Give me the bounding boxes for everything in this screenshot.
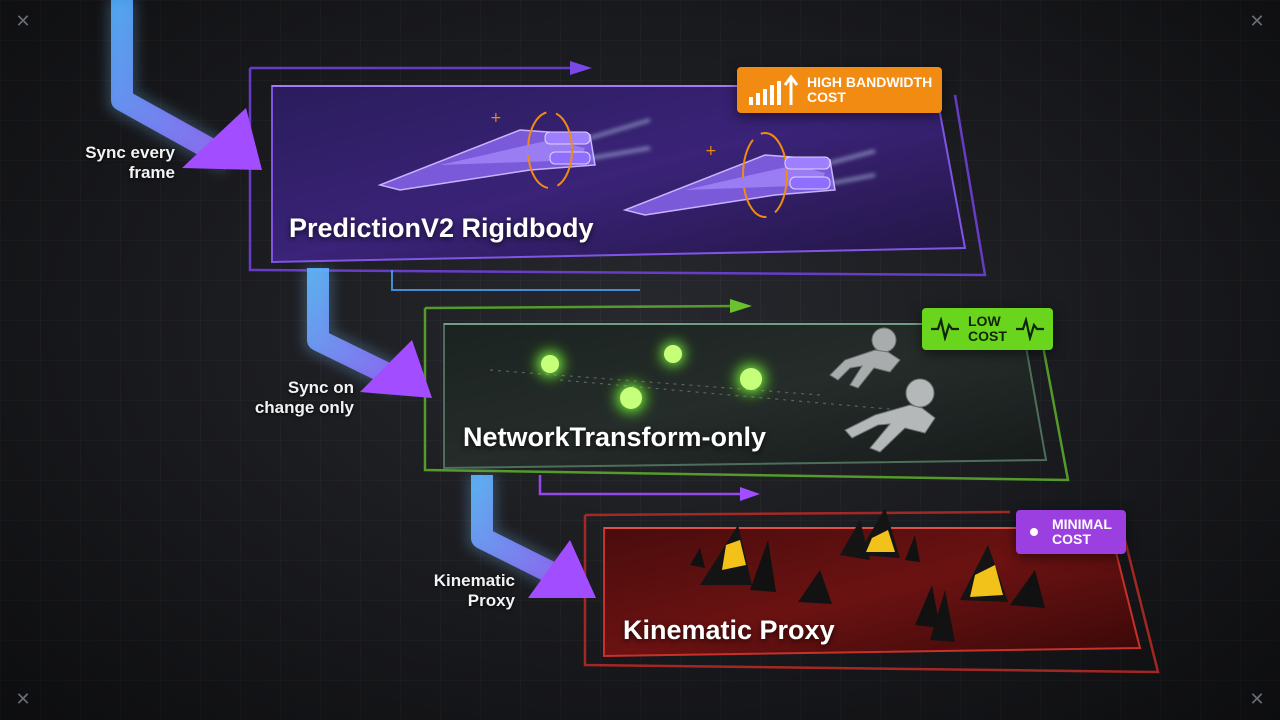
badge-high-bandwidth-cost: HIGH BANDWIDTH COST bbox=[737, 67, 943, 113]
ragdoll-figure-icon bbox=[844, 378, 936, 453]
svg-text:+: + bbox=[705, 143, 717, 159]
spike-cone-icon bbox=[690, 508, 1045, 642]
bar-chart-up-icon bbox=[749, 74, 799, 105]
glowing-orb-icon bbox=[611, 378, 651, 418]
close-icon: ✕ bbox=[1249, 11, 1265, 31]
badge-low-cost: LOW COST bbox=[922, 308, 1053, 350]
close-icon: ✕ bbox=[15, 689, 31, 709]
card-title-network: NetworkTransform-only bbox=[463, 422, 767, 452]
dot-icon bbox=[1030, 528, 1038, 536]
svg-text:+: + bbox=[490, 110, 502, 126]
heartbeat-icon bbox=[931, 317, 959, 341]
card-title-kinematic: Kinematic Proxy bbox=[623, 615, 835, 645]
card-title-prediction: PredictionV2 Rigidbody bbox=[289, 213, 594, 243]
flow-arrow bbox=[467, 475, 596, 598]
glowing-orb-icon bbox=[532, 346, 568, 382]
ragdoll-figure-icon bbox=[829, 327, 901, 389]
spaceship-icon: + bbox=[377, 110, 651, 191]
flow-arrow bbox=[107, 0, 262, 174]
spaceship-icon: + bbox=[622, 132, 876, 218]
flow-arrow bbox=[303, 268, 432, 398]
glowing-orb-icon bbox=[657, 338, 689, 370]
badge-minimal-cost: MINIMAL COST bbox=[1016, 510, 1126, 554]
close-icon: ✕ bbox=[15, 11, 31, 31]
close-icon: ✕ bbox=[1249, 689, 1265, 709]
flow-label-kinematic: Kinematic Proxy bbox=[433, 571, 515, 610]
flow-label-sync-on-change: Sync on change only bbox=[254, 378, 354, 417]
flow-label-sync-every-frame: Sync every frame bbox=[85, 143, 175, 182]
glowing-orb-icon bbox=[731, 359, 771, 399]
heartbeat-icon bbox=[1015, 317, 1044, 341]
